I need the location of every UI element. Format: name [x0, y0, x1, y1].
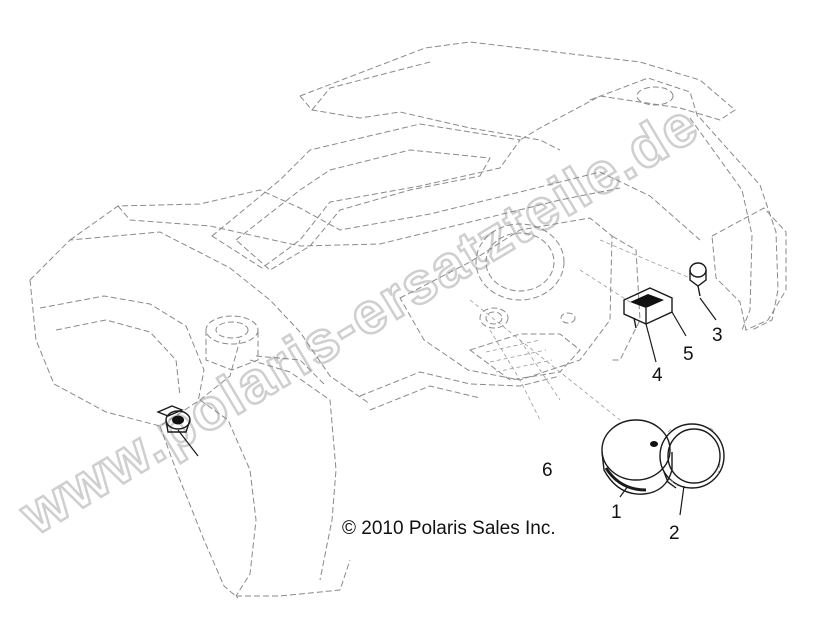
- dashboard-body-outline: [29, 41, 787, 599]
- callout-2: 2: [669, 523, 680, 544]
- gauge-bezel-part: [659, 423, 725, 489]
- indicator-bulb-part: [689, 262, 707, 297]
- ignition-switch-part: [156, 405, 191, 433]
- gauge-housing-part: [601, 419, 673, 495]
- callouts: 1 2 3 4 5 6: [542, 325, 723, 544]
- callout-5: 5: [683, 344, 694, 365]
- copyright-notice: © 2010 Polaris Sales Inc.: [342, 518, 556, 539]
- watermark: www.polaris-ersatzteile.de: [7, 89, 711, 549]
- rocker-switch-part: [623, 287, 673, 329]
- callout-4: 4: [652, 365, 663, 386]
- callout-3: 3: [712, 325, 723, 346]
- callout-1: 1: [611, 502, 622, 523]
- watermark-text: www.polaris-ersatzteile.de: [8, 91, 709, 548]
- leader-lines: [177, 297, 717, 516]
- callout-6: 6: [542, 460, 553, 481]
